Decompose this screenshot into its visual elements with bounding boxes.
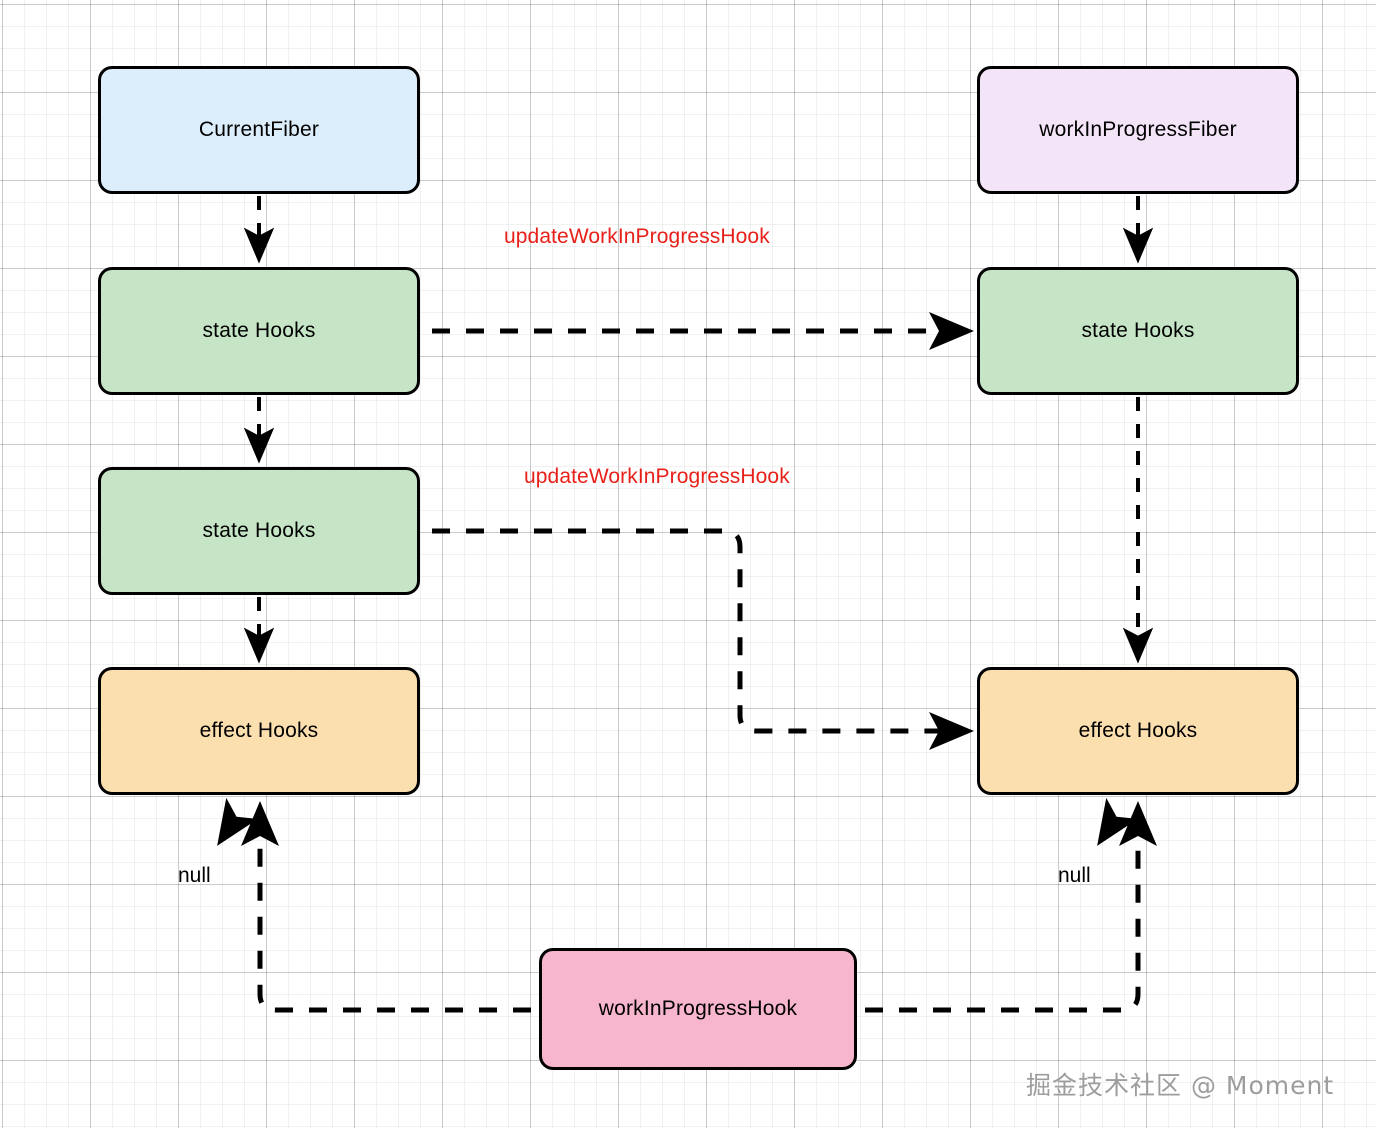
edge-label-update-wip-hook-1: updateWorkInProgressHook [504,225,770,248]
node-left-effect-hooks[interactable]: effect Hooks [98,667,420,795]
watermark: 掘金技术社区 @ Moment [1026,1071,1335,1100]
node-right-effect-hooks[interactable]: effect Hooks [977,667,1299,795]
node-label: state Hooks [1081,319,1195,343]
node-label: workInProgressFiber [1039,118,1237,142]
node-current-fiber[interactable]: CurrentFiber [98,66,420,194]
node-work-in-progress-fiber[interactable]: workInProgressFiber [977,66,1299,194]
node-right-state-hooks[interactable]: state Hooks [977,267,1299,395]
edge-update-wip-hook-2 [432,528,975,750]
node-label: CurrentFiber [198,118,320,142]
node-label: state Hooks [202,319,316,343]
node-label: effect Hooks [199,719,319,743]
node-label: state Hooks [202,519,316,543]
edge-wiphook-to-left-effecthooks [240,800,531,1013]
node-left-state-hooks-2[interactable]: state Hooks [98,467,420,595]
node-label: effect Hooks [1078,719,1198,743]
edge-label-update-wip-hook-2: updateWorkInProgressHook [524,465,790,488]
null-pointer-arrow-left [217,797,258,846]
edge-wiphook-to-right-effecthooks [865,800,1157,1013]
node-label: workInProgressHook [598,997,798,1021]
null-pointer-arrow-right [1097,797,1138,846]
null-label-right: null [1058,864,1091,887]
node-left-state-hooks-1[interactable]: state Hooks [98,267,420,395]
node-work-in-progress-hook[interactable]: workInProgressHook [539,948,857,1070]
null-label-left: null [178,864,211,887]
